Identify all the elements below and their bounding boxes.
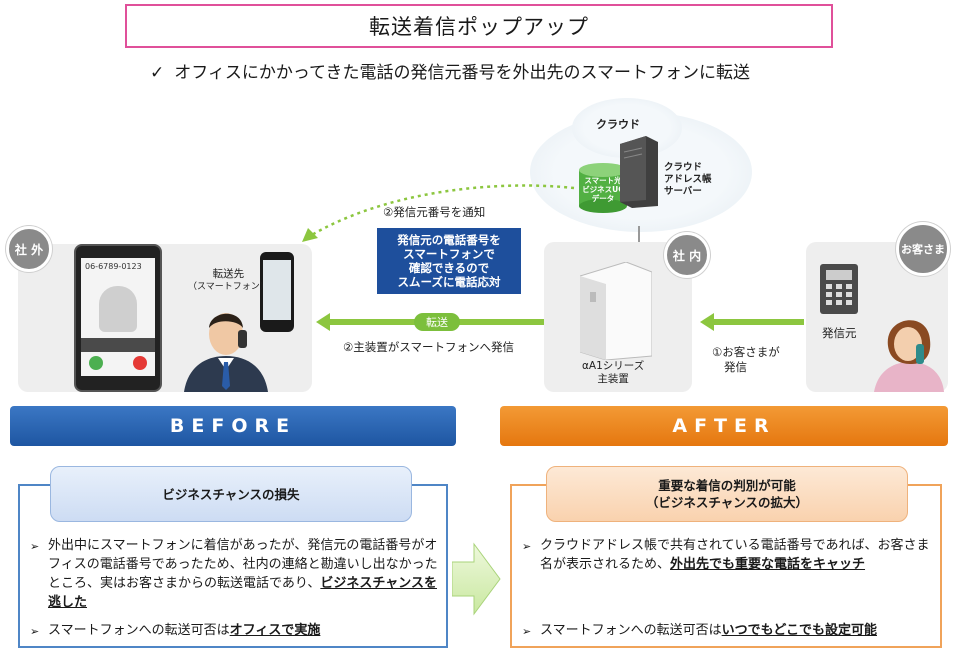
after-bullet-2: ➢ スマートフォンへの転送可否はいつでもどこでも設定可能	[522, 621, 932, 641]
before-bullet-2: ➢ スマートフォンへの転送可否はオフィスで実施	[30, 621, 440, 641]
forward-labels: 転送先 （スマートフォン）	[188, 268, 269, 294]
transfer-label: ②主装置がスマートフォンへ発信	[343, 340, 514, 354]
forward-label-2: （スマートフォン）	[188, 282, 269, 292]
customer-call-arrow	[700, 313, 804, 331]
incoming-number: 06-6789-0123	[85, 262, 142, 271]
after-bullet-1-body: クラウドアドレス帳で共有されている電話番号であれば、お客さま名が表示されるため、	[540, 538, 930, 572]
main-unit-labels: αA1シリーズ 主装置	[582, 360, 644, 386]
after-heading-line-2: （ビジネスチャンスの拡大）	[645, 495, 809, 510]
before-to-after-arrow	[452, 542, 501, 616]
bullet-marker: ➢	[522, 540, 532, 553]
main-unit-label-2: 主装置	[597, 373, 629, 385]
notify-info-line-4: スムーズに電話応対	[397, 275, 501, 289]
main-unit-icon	[579, 261, 653, 361]
after-bullet-1-emphasis: 外出先でも重要な電話をキャッチ	[670, 557, 866, 572]
before-banner: BEFORE	[10, 406, 456, 446]
server-icon	[620, 136, 658, 208]
server-labels: クラウド アドレス帳 サーバー	[664, 162, 712, 198]
before-heading: ビジネスチャンスの損失	[50, 466, 412, 522]
database-label-1: スマート光	[584, 176, 622, 185]
accept-icon	[89, 356, 103, 370]
before-bullet-2-body: スマートフォンへの転送可否は	[48, 623, 230, 638]
bullet-marker: ➢	[30, 625, 40, 638]
smartphone-screen: 06-6789-0123	[81, 258, 155, 376]
desk-phone-icon	[818, 260, 860, 316]
before-bullet-1: ➢ 外出中にスマートフォンに着信があったが、発信元の電話番号がオフィスの電話番号…	[30, 536, 440, 612]
before-bullet-2-emphasis: オフィスで実施	[229, 623, 321, 638]
notify-info-line-1: 発信元の電話番号を	[397, 233, 501, 247]
check-icon: ✓	[150, 63, 165, 83]
customer-call-label-2: 発信	[724, 360, 747, 374]
subtitle-text: オフィスにかかってきた電話の発信元番号を外出先のスマートフォンに転送	[174, 63, 751, 83]
decline-icon	[133, 356, 147, 370]
cloud-connector-line	[638, 226, 640, 242]
server-label-2: アドレス帳	[664, 174, 712, 185]
database-labels: スマート光 ビジネスUC データ	[577, 176, 629, 203]
notify-info-box: 発信元の電話番号を スマートフォンで 確認できるので スムーズに電話応対	[377, 228, 521, 294]
customer-call-labels: ①お客さまが 発信	[712, 345, 780, 375]
after-bullet-2-emphasis: いつでもどこでも設定可能	[721, 623, 877, 638]
transfer-pill: 転送	[414, 313, 460, 331]
main-unit-label-1: αA1シリーズ	[582, 360, 645, 372]
server-label-3: サーバー	[664, 186, 702, 197]
after-bullet-2-text: スマートフォンへの転送可否はいつでもどこでも設定可能	[540, 621, 877, 641]
forward-label-1: 転送先	[212, 268, 245, 280]
notify-label: ②発信元番号を通知	[383, 205, 486, 219]
database-icon	[577, 162, 629, 214]
bullet-marker: ➢	[30, 540, 40, 553]
notify-info-line-3: 確認できるので	[408, 261, 490, 275]
server-label-1: クラウド	[664, 162, 703, 173]
caller-avatar	[99, 286, 137, 332]
customer-tag: お客さま	[896, 222, 950, 276]
customer-woman-icon	[866, 306, 946, 392]
after-banner: AFTER	[500, 406, 948, 446]
office-tag: 社 内	[664, 232, 710, 278]
after-bullet-1: ➢ クラウドアドレス帳で共有されている電話番号であれば、お客さま名が表示されるた…	[522, 536, 932, 574]
page-title: 転送着信ポップアップ	[125, 4, 833, 48]
bullet-marker: ➢	[522, 625, 532, 638]
after-bullet-1-text: クラウドアドレス帳で共有されている電話番号であれば、お客さま名が表示されるため、…	[540, 536, 932, 574]
customer-call-label-1: ①お客さまが	[712, 345, 780, 359]
smartphone-large: 06-6789-0123	[74, 244, 162, 392]
smartphone-small-screen	[263, 260, 291, 320]
caller-info-bar	[81, 338, 155, 352]
before-bullet-1-body: 外出中にスマートフォンに着信があったが、発信元の電話番号がオフィスの電話番号であ…	[48, 538, 438, 591]
database-label-3: データ	[591, 194, 615, 203]
outside-tag: 社 外	[6, 226, 52, 272]
businessman-icon	[178, 300, 274, 392]
notify-arrow	[302, 184, 575, 242]
smartphone-small	[260, 252, 294, 332]
before-bullet-1-emphasis: ビジネスチャンスを逃した	[48, 576, 437, 610]
after-heading-line-1: 重要な着信の判別が可能	[658, 478, 796, 493]
caller-label: 発信元	[822, 326, 857, 340]
before-bullet-1-text: 外出中にスマートフォンに着信があったが、発信元の電話番号がオフィスの電話番号であ…	[48, 536, 440, 612]
before-bullet-2-text: スマートフォンへの転送可否はオフィスで実施	[48, 621, 320, 641]
after-bullet-2-body: スマートフォンへの転送可否は	[540, 623, 722, 638]
page-subtitle: ✓ オフィスにかかってきた電話の発信元番号を外出先のスマートフォンに転送	[150, 58, 750, 83]
cloud-label: クラウド	[596, 118, 640, 131]
notify-info-line-2: スマートフォンで	[403, 247, 495, 261]
database-label-2: ビジネスUC	[582, 185, 624, 194]
after-heading: 重要な着信の判別が可能 （ビジネスチャンスの拡大）	[546, 466, 908, 522]
